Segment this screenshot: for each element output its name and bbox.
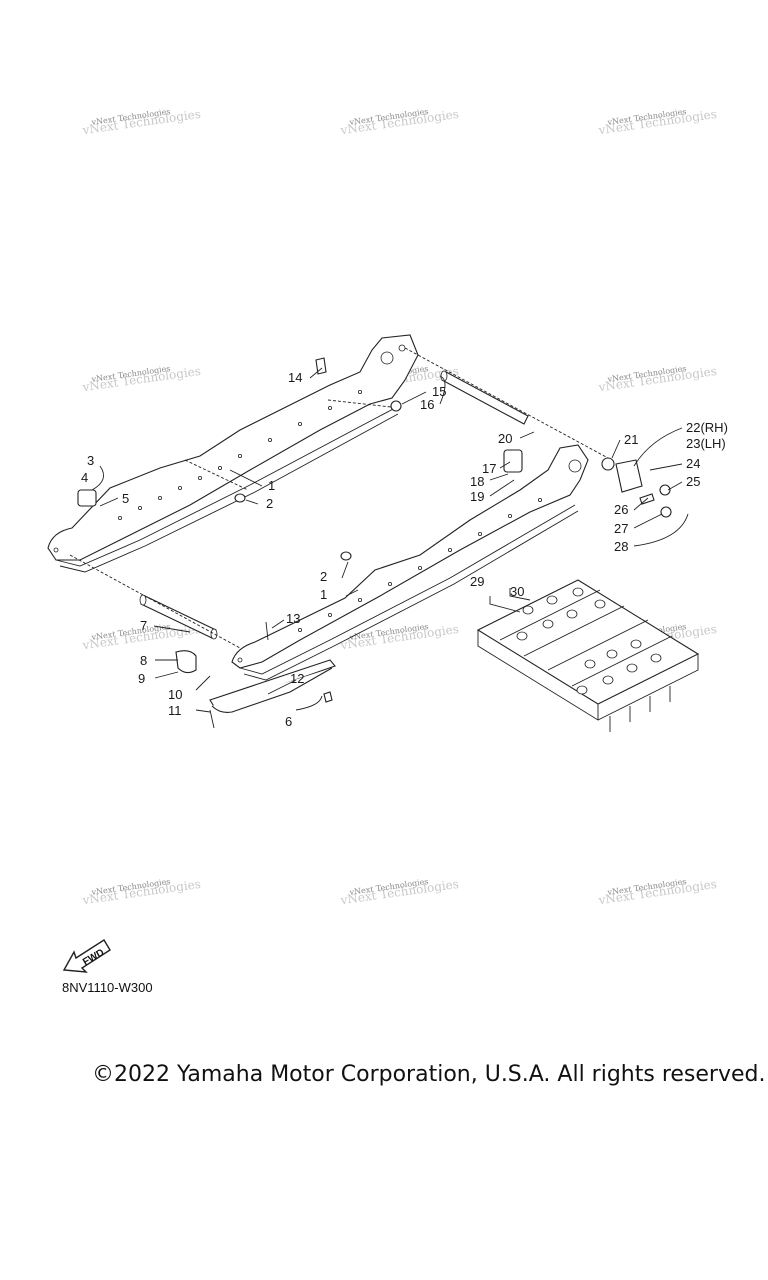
callout-29: 29 xyxy=(470,574,484,589)
callout-21: 21 xyxy=(624,432,638,447)
small-parts xyxy=(77,357,672,729)
callout-6: 6 xyxy=(285,714,292,729)
callout-23: 23(LH) xyxy=(686,436,726,451)
callout-1: 1 xyxy=(268,478,275,493)
front-shaft xyxy=(139,594,218,640)
assembly-lines xyxy=(69,347,609,649)
callout-11: 11 xyxy=(168,703,182,718)
callout-7: 7 xyxy=(140,618,147,633)
callout-10: 10 xyxy=(168,687,182,702)
callout-24: 24 xyxy=(686,456,700,471)
fwd-arrow-icon: FWD xyxy=(62,939,111,973)
callout-26: 26 xyxy=(614,502,628,517)
callout-12: 12 xyxy=(290,671,304,686)
rear-shaft xyxy=(440,370,529,425)
track-belt xyxy=(476,579,700,732)
callout-4: 4 xyxy=(81,470,88,485)
callout-18: 18 xyxy=(470,474,484,489)
callout-1-lower: 1 xyxy=(320,587,327,602)
callout-5: 5 xyxy=(122,491,129,506)
right-slide-rail xyxy=(231,444,589,681)
callout-22: 22(RH) xyxy=(686,420,728,435)
callout-15: 15 xyxy=(432,384,446,399)
callout-28: 28 xyxy=(614,539,628,554)
callouts: 1 2 3 4 5 6 7 8 9 10 11 12 13 14 15 16 1… xyxy=(81,370,728,729)
left-slide-rail xyxy=(47,334,419,573)
leader-lines xyxy=(91,367,689,713)
callout-17: 17 xyxy=(482,461,496,476)
callout-27: 27 xyxy=(614,521,628,536)
callout-19: 19 xyxy=(470,489,484,504)
callout-13: 13 xyxy=(286,611,300,626)
callout-2-lower: 2 xyxy=(320,569,327,584)
callout-3: 3 xyxy=(87,453,94,468)
callout-8: 8 xyxy=(140,653,147,668)
slider-strip xyxy=(209,659,336,713)
callout-25: 25 xyxy=(686,474,700,489)
callout-14: 14 xyxy=(288,370,302,385)
callout-2: 2 xyxy=(266,496,273,511)
svg-text:FWD: FWD xyxy=(81,947,106,968)
callout-9: 9 xyxy=(138,671,145,686)
callout-30: 30 xyxy=(510,584,524,599)
copyright-notice: ©2022 Yamaha Motor Corporation, U.S.A. A… xyxy=(92,1062,766,1087)
diagram-code: 8NV1110-W300 xyxy=(62,980,153,995)
callout-20: 20 xyxy=(498,431,512,446)
callout-16: 16 xyxy=(420,397,434,412)
